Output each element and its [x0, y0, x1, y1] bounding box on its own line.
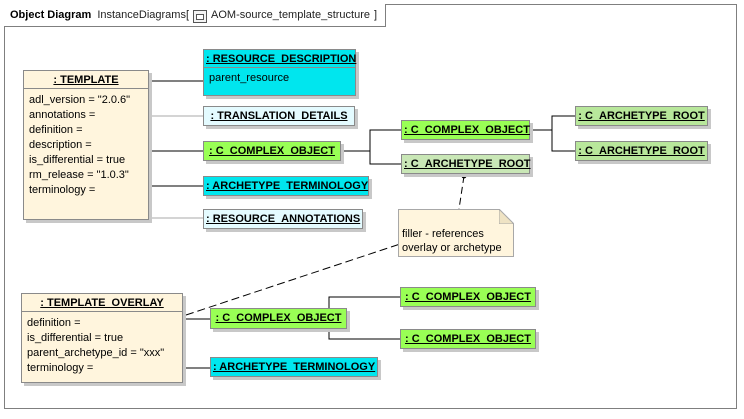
- dashed-overlay-note: [185, 243, 401, 316]
- template-attributes: adl_version = "2.0.6" annotations = defi…: [24, 88, 148, 202]
- overlay-complex-object[interactable]: : C_COMPLEX_OBJECT: [210, 308, 347, 329]
- archetype-terminology-title: : ARCHETYPE_TERMINOLOGY: [206, 180, 369, 192]
- overlay-archetype-terminology-title: : ARCHETYPE_TERMINOLOGY: [213, 361, 376, 373]
- resource-annotations-object[interactable]: : RESOURCE_ANNOTATIONS: [203, 209, 363, 229]
- template-overlay-title: : TEMPLATE_OVERLAY: [40, 297, 164, 309]
- template-overlay-attr: parent_archetype_id = "xxx": [27, 347, 165, 359]
- archetype-root-right-2-title: : C_ARCHETYPE_ROOT: [578, 145, 705, 157]
- resource-description-object[interactable]: : RESOURCE_DESCRIPTION parent_resource: [203, 49, 356, 96]
- diagram-name: InstanceDiagrams: [97, 9, 186, 21]
- diagram-context: AOM-source_template_structure: [211, 9, 370, 21]
- resource-annotations-title: : RESOURCE_ANNOTATIONS: [206, 213, 361, 225]
- link-child-to-root-2: [551, 130, 575, 152]
- overlay-child-complex-1[interactable]: : C_COMPLEX_OBJECT: [400, 287, 536, 307]
- overlay-child-complex-1-title: : C_COMPLEX_OBJECT: [405, 291, 531, 303]
- link-complex-to-child-complex: [341, 129, 401, 152]
- note-anchor-dot: [461, 173, 467, 179]
- bracket-open: [: [185, 9, 190, 21]
- resource-description-attributes: parent_resource: [204, 67, 355, 90]
- template-overlay-object[interactable]: : TEMPLATE_OVERLAY definition = is_diffe…: [21, 293, 183, 383]
- link-complex-to-archetype-root: [369, 151, 401, 165]
- template-overlay-attr: terminology =: [27, 362, 94, 374]
- translation-details-object[interactable]: : TRANSLATION_DETAILS: [203, 106, 355, 126]
- template-object[interactable]: : TEMPLATE adl_version = "2.0.6" annotat…: [23, 70, 149, 220]
- note[interactable]: filler - references overlay or archetype: [398, 209, 514, 257]
- link-child-to-root-1: [530, 115, 575, 131]
- template-attr: adl_version = "2.0.6": [29, 94, 131, 106]
- child-complex-object[interactable]: : C_COMPLEX_OBJECT: [401, 120, 530, 140]
- template-attr: terminology =: [29, 184, 96, 196]
- archetype-root-right-1[interactable]: : C_ARCHETYPE_ROOT: [575, 106, 708, 126]
- resource-description-title: : RESOURCE_DESCRIPTION: [206, 53, 357, 65]
- template-overlay-attr: definition =: [27, 317, 81, 329]
- diagram-title-tab: Object Diagram InstanceDiagrams [ AOM-so…: [4, 4, 387, 27]
- archetype-root-title: : C_ARCHETYPE_ROOT: [404, 158, 531, 170]
- overlay-child-complex-2-title: : C_COMPLEX_OBJECT: [405, 333, 531, 345]
- child-complex-object-title: : C_COMPLEX_OBJECT: [404, 124, 530, 136]
- template-attr: is_differential = true: [29, 154, 126, 166]
- template-overlay-attr: is_differential = true: [27, 332, 124, 344]
- overlay-archetype-terminology[interactable]: : ARCHETYPE_TERMINOLOGY: [210, 357, 378, 377]
- template-attr: annotations =: [29, 109, 96, 121]
- bracket-close: ]: [373, 9, 378, 21]
- template-attr: definition =: [29, 124, 83, 136]
- note-line: overlay or archetype: [402, 242, 502, 254]
- overlay-complex-object-title: : C_COMPLEX_OBJECT: [215, 312, 342, 324]
- template-complex-object[interactable]: : C_COMPLEX_OBJECT: [203, 141, 341, 161]
- resource-description-attr: parent_resource: [209, 72, 290, 84]
- translation-details-title: : TRANSLATION_DETAILS: [210, 110, 348, 122]
- note-line: filler - references: [402, 228, 484, 240]
- template-attr: description =: [29, 139, 92, 151]
- note-fold-corner: [499, 209, 514, 224]
- template-attr: rm_release = "1.0.3": [29, 169, 129, 181]
- archetype-root-right-2[interactable]: : C_ARCHETYPE_ROOT: [575, 141, 708, 161]
- archetype-root-object[interactable]: : C_ARCHETYPE_ROOT: [401, 154, 531, 174]
- diagram-kind: Object Diagram: [10, 9, 92, 21]
- archetype-root-right-1-title: : C_ARCHETYPE_ROOT: [578, 110, 705, 122]
- template-complex-object-title: : C_COMPLEX_OBJECT: [209, 145, 335, 157]
- note-anchor-line: [458, 175, 465, 210]
- diagram-icon: [193, 9, 208, 23]
- template-overlay-attributes: definition = is_differential = true pare…: [22, 311, 182, 380]
- overlay-child-complex-2[interactable]: : C_COMPLEX_OBJECT: [400, 329, 536, 349]
- archetype-terminology-object[interactable]: : ARCHETYPE_TERMINOLOGY: [203, 176, 369, 196]
- template-title: : TEMPLATE: [53, 74, 119, 86]
